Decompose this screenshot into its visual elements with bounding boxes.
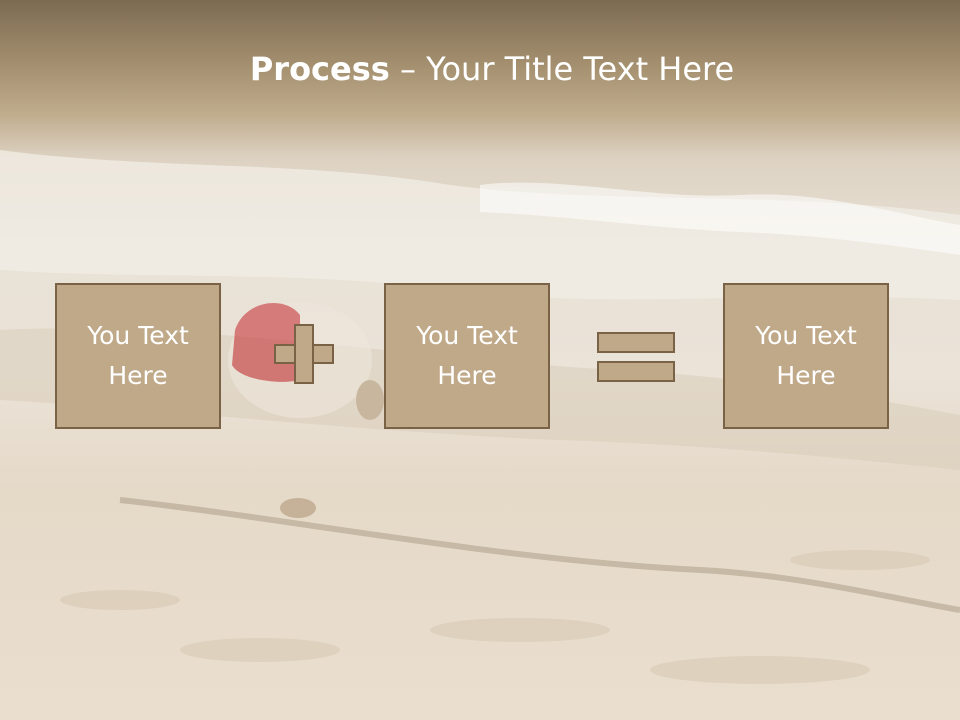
process-box-1-text: You Text Here (87, 321, 189, 390)
process-box-1[interactable]: You Text Here (55, 283, 221, 429)
title-bold: Process (249, 50, 390, 88)
slide-title: Process – Your Title Text Here (0, 50, 960, 88)
title-rest: – Your Title Text Here (389, 50, 735, 88)
process-box-2[interactable]: You Text Here (384, 283, 550, 429)
process-box-3[interactable]: You Text Here (723, 283, 889, 429)
process-box-3-text: You Text Here (755, 321, 857, 390)
process-box-2-text: You Text Here (416, 321, 518, 390)
